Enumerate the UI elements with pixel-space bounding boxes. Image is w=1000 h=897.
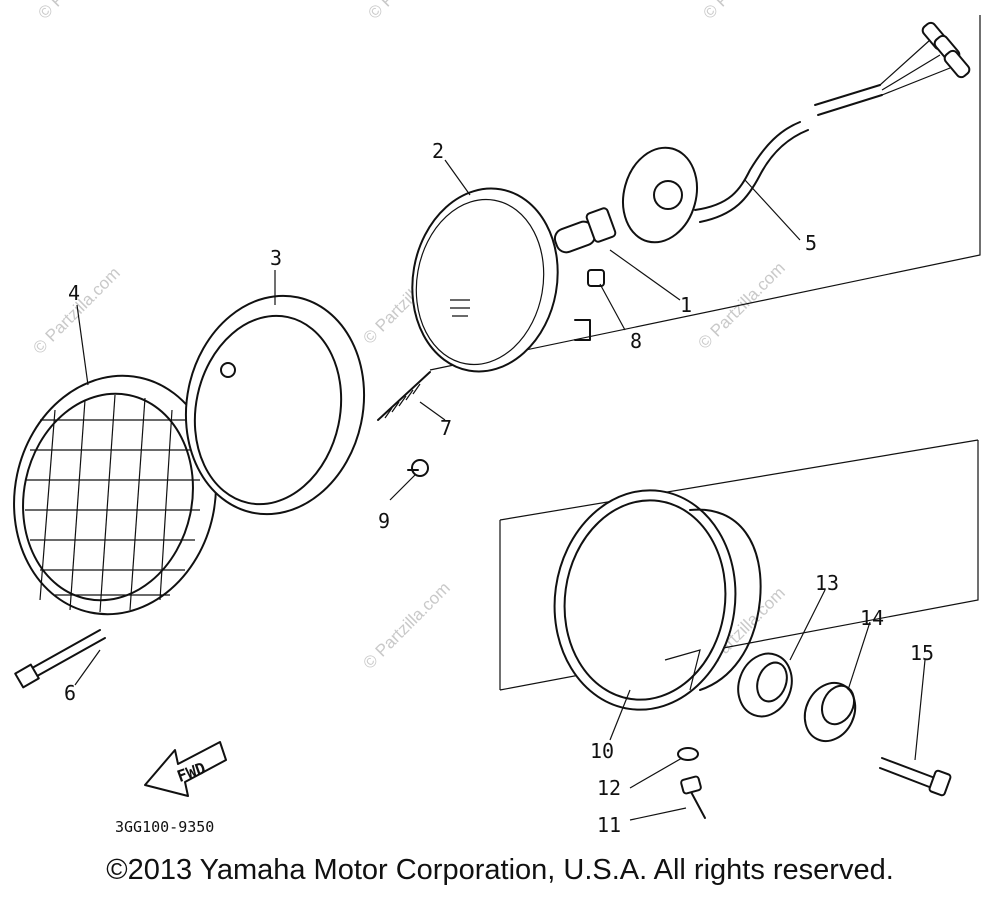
leader-lines xyxy=(74,159,926,821)
adjusting-screw xyxy=(377,371,431,421)
callouts: 1 2 3 4 5 6 7 8 9 10 11 12 13 14 15 xyxy=(64,139,934,837)
callout-10: 10 xyxy=(590,739,614,763)
watermark: © Partzilla.com xyxy=(34,0,128,23)
callout-4: 4 xyxy=(68,281,80,305)
callout-15: 15 xyxy=(910,641,934,665)
callout-2: 2 xyxy=(432,139,444,163)
callout-9: 9 xyxy=(378,509,390,533)
callout-12: 12 xyxy=(597,776,621,800)
cap-14 xyxy=(803,681,857,743)
callout-3: 3 xyxy=(270,246,282,270)
headlight-lens-unit xyxy=(411,187,591,373)
copyright-notice: ©2013 Yamaha Motor Corporation, U.S.A. A… xyxy=(106,854,894,886)
watermark: © Partzilla.com xyxy=(359,578,453,672)
callout-5: 5 xyxy=(805,231,817,255)
bulb xyxy=(553,207,617,254)
headlight-exploded-diagram: © Partzilla.com © Partzilla.com © Partzi… xyxy=(13,0,981,837)
screw-9 xyxy=(407,459,429,477)
bulb-socket-wiring xyxy=(622,21,971,244)
grommet-13 xyxy=(737,652,793,718)
watermark: © Partzilla.com xyxy=(694,258,788,352)
callout-7: 7 xyxy=(440,416,452,440)
callout-8: 8 xyxy=(630,329,642,353)
callout-11: 11 xyxy=(597,813,621,837)
callout-1: 1 xyxy=(680,293,692,317)
headlight-guard xyxy=(13,374,217,616)
fwd-arrow: FWD xyxy=(144,741,227,797)
watermark: © Partzilla.com xyxy=(364,0,458,23)
nut-8 xyxy=(587,269,605,287)
bolt-15 xyxy=(879,757,952,797)
bolt-6 xyxy=(14,629,106,689)
headlight-rim xyxy=(184,294,366,516)
watermark: © Partzilla.com xyxy=(29,263,123,357)
screw-11-washer-12 xyxy=(677,747,706,819)
watermark: © Partzilla.com xyxy=(699,0,793,23)
part-code: 3GG100-9350 xyxy=(115,818,214,836)
callout-14: 14 xyxy=(860,606,884,630)
callout-6: 6 xyxy=(64,681,76,705)
headlight-shell xyxy=(553,489,762,711)
callout-13: 13 xyxy=(815,571,839,595)
